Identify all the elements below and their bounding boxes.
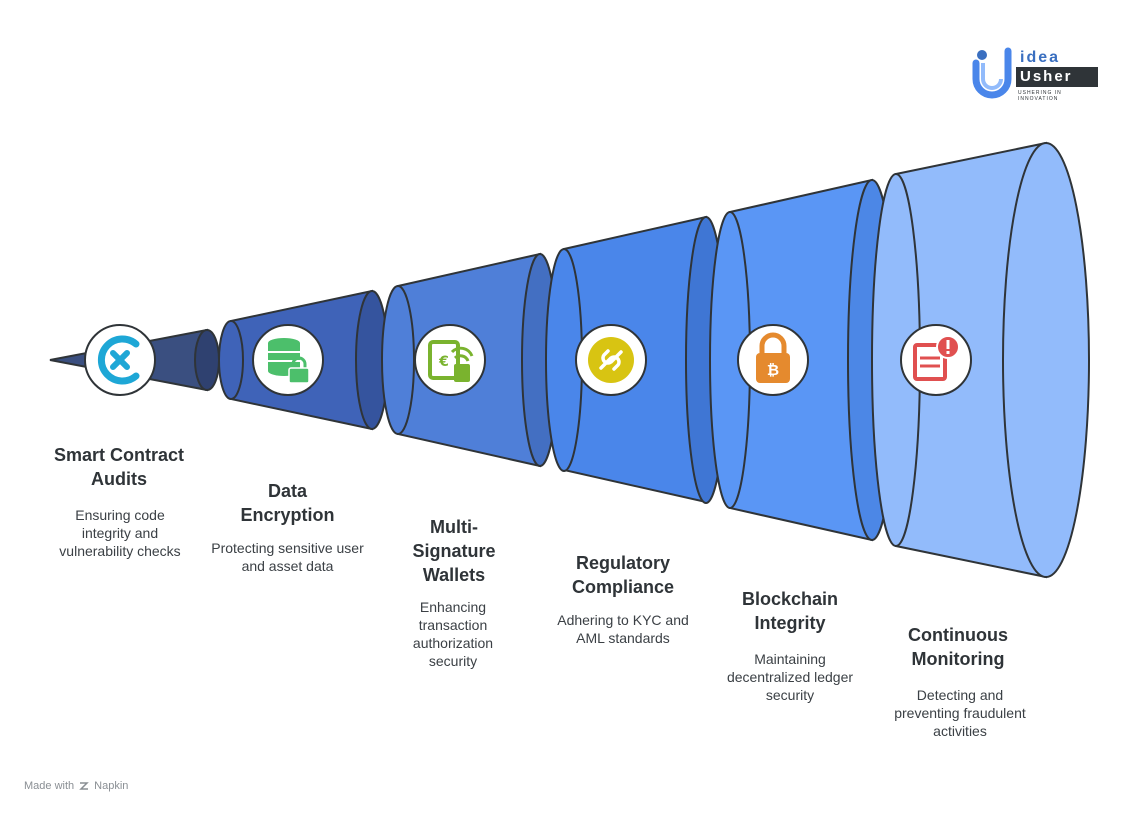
svg-text:₿: ₿ (767, 361, 779, 379)
logo-word-top: idea (1020, 49, 1061, 66)
napkin-icon (79, 782, 89, 790)
database-lock-icon (252, 324, 324, 396)
stage-5-desc: Maintaining decentralized ledger securit… (726, 651, 854, 703)
stage-4-desc: Adhering to KYC and AML standards (557, 612, 689, 646)
wallet-signature-icon: € (414, 324, 486, 396)
svg-text:€: € (438, 354, 449, 370)
logo-word-bottom: Usher (1016, 67, 1098, 87)
stage-1-desc: Ensuring code integrity and vulnerabilit… (59, 507, 181, 559)
stage-2-desc: Protecting sensitive user and asset data (211, 540, 364, 574)
stage-6-desc: Detecting and preventing fraudulent acti… (894, 687, 1026, 739)
alert-monitor-icon (900, 324, 972, 396)
cone-tip-end (194, 329, 220, 391)
stage-3-title: Multi-Signature Wallets (412, 517, 496, 585)
contract-audit-icon (84, 324, 156, 396)
bitcoin-lock-icon: ₿ (737, 324, 809, 396)
stage-4-title: Regulatory Compliance (571, 553, 675, 597)
napkin-brand-label: Napkin (94, 780, 129, 792)
compliance-link-icon (575, 324, 647, 396)
cone-segment-3-start (381, 285, 415, 435)
logo-mark-icon (972, 47, 1012, 99)
cone-segment-2-start (218, 320, 244, 400)
idea-usher-logo: idea Usher USHERING IN INNOVATION (972, 47, 1102, 102)
stage-5-title: Blockchain Integrity (741, 589, 839, 633)
stage-1-title: Smart Contract Audits (53, 445, 185, 489)
made-with-label: Made with (24, 780, 75, 792)
stage-2-title: Data Encryption (240, 481, 335, 525)
cone-segment-6-end (1002, 142, 1090, 578)
stage-6-title: Continuous Monitoring (908, 625, 1008, 669)
logo-tagline: USHERING IN INNOVATION (1018, 90, 1062, 102)
made-with-footer: Made with Napkin (24, 780, 128, 792)
stage-3-desc: Enhancing transaction authorization secu… (412, 599, 494, 669)
